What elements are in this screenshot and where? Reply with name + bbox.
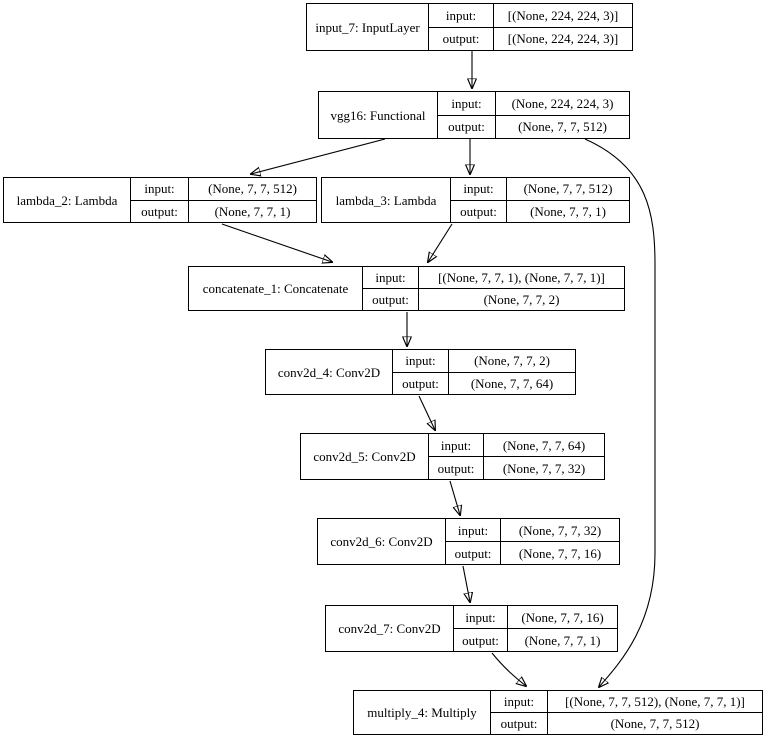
output-label: output: [363, 289, 419, 310]
input-shape: (None, 7, 7, 512) [208, 181, 297, 197]
output-label: output: [491, 713, 548, 734]
layer-node-input_7: input_7: InputLayer input: [(None, 224, … [306, 3, 633, 51]
input-label: input: [454, 606, 508, 628]
input-shape: (None, 7, 7, 2) [474, 353, 550, 369]
output-label: output: [451, 200, 507, 222]
input-label: input: [393, 350, 449, 372]
output-label: output: [454, 629, 508, 651]
output-shape: (None, 7, 7, 1) [530, 203, 606, 219]
layer-name: vgg16: Functional [319, 92, 438, 138]
layer-node-lambda_2: lambda_2: Lambda input: (None, 7, 7, 512… [3, 177, 317, 223]
output-label: output: [438, 115, 496, 138]
layer-name: conv2d_5: Conv2D [301, 434, 429, 479]
layer-node-concatenate_1: concatenate_1: Concatenate input: [(None… [188, 266, 625, 311]
layer-name: lambda_2: Lambda [4, 178, 131, 222]
input-shape: [(None, 7, 7, 1), (None, 7, 7, 1)] [438, 270, 605, 285]
output-shape: (None, 7, 7, 1) [524, 632, 601, 648]
output-shape: [(None, 224, 224, 3)] [507, 31, 619, 47]
layer-io-table: input: (None, 7, 7, 512) output: (None, … [451, 178, 629, 222]
output-shape: (None, 7, 7, 32) [502, 460, 586, 476]
input-label: input: [131, 178, 189, 200]
output-label: output: [429, 27, 494, 50]
output-label: output: [393, 372, 449, 394]
input-shape: [(None, 224, 224, 3)] [507, 7, 619, 23]
edge-conv2d_4-to-conv2d_5 [418, 395, 435, 430]
layer-node-vgg16: vgg16: Functional input: (None, 224, 224… [318, 91, 630, 139]
input-label: input: [451, 178, 507, 200]
layer-node-lambda_3: lambda_3: Lambda input: (None, 7, 7, 512… [321, 177, 630, 223]
input-label: input: [438, 92, 496, 115]
edge-conv2d_7-to-multiply_4 [491, 652, 526, 686]
layer-node-multiply_4: multiply_4: Multiply input: [(None, 7, 7… [353, 690, 763, 735]
layer-io-table: input: (None, 7, 7, 32) output: (None, 7… [446, 519, 619, 564]
layer-io-table: input: [(None, 7, 7, 512), (None, 7, 7, … [491, 691, 762, 734]
input-label: input: [429, 434, 484, 456]
layer-io-table: input: (None, 7, 7, 512) output: (None, … [131, 178, 316, 222]
input-shape: (None, 7, 7, 16) [521, 609, 604, 625]
layer-io-table: input: [(None, 7, 7, 1), (None, 7, 7, 1)… [363, 267, 624, 310]
input-shape: (None, 7, 7, 512) [523, 181, 613, 197]
edge-lambda_2-to-concatenate_1 [221, 223, 332, 262]
layer-node-conv2d_6: conv2d_6: Conv2D input: (None, 7, 7, 32)… [317, 518, 620, 565]
input-label: input: [429, 4, 494, 27]
output-shape: (None, 7, 7, 512) [518, 119, 607, 135]
input-shape: [(None, 7, 7, 512), (None, 7, 7, 1)] [565, 694, 745, 709]
layer-name: multiply_4: Multiply [354, 691, 491, 734]
edge-conv2d_6-to-conv2d_7 [462, 565, 470, 602]
layer-name: conv2d_4: Conv2D [266, 350, 393, 394]
output-label: output: [446, 542, 501, 564]
output-label: output: [429, 457, 484, 479]
edge-conv2d_5-to-conv2d_6 [449, 480, 460, 515]
layer-name: input_7: InputLayer [307, 4, 429, 50]
output-shape: (None, 7, 7, 64) [470, 375, 554, 391]
input-label: input: [363, 267, 419, 288]
layer-io-table: input: (None, 7, 7, 16) output: (None, 7… [454, 606, 617, 651]
edge-lambda_3-to-concatenate_1 [428, 223, 453, 262]
output-shape: (None, 7, 7, 512) [610, 716, 700, 731]
input-shape: (None, 7, 7, 32) [518, 522, 602, 538]
output-shape: (None, 7, 7, 2) [483, 292, 560, 307]
layer-name: conv2d_7: Conv2D [326, 606, 454, 651]
layer-io-table: input: (None, 7, 7, 2) output: (None, 7,… [393, 350, 575, 394]
layer-node-conv2d_5: conv2d_5: Conv2D input: (None, 7, 7, 64)… [300, 433, 605, 480]
layer-io-table: input: [(None, 224, 224, 3)] output: [(N… [429, 4, 632, 50]
output-label: output: [131, 200, 189, 222]
output-shape: (None, 7, 7, 1) [214, 203, 291, 219]
layer-io-table: input: (None, 224, 224, 3) output: (None… [438, 92, 629, 138]
layer-name: concatenate_1: Concatenate [189, 267, 363, 310]
input-shape: (None, 7, 7, 64) [502, 437, 586, 453]
output-shape: (None, 7, 7, 16) [518, 545, 602, 561]
layer-name: conv2d_6: Conv2D [318, 519, 446, 564]
input-label: input: [491, 691, 548, 712]
layer-node-conv2d_7: conv2d_7: Conv2D input: (None, 7, 7, 16)… [325, 605, 618, 652]
edge-vgg16-to-lambda_2 [251, 138, 386, 174]
input-shape: (None, 224, 224, 3) [511, 95, 614, 111]
layer-name: lambda_3: Lambda [322, 178, 451, 222]
layer-node-conv2d_4: conv2d_4: Conv2D input: (None, 7, 7, 2) … [265, 349, 576, 395]
input-label: input: [446, 519, 501, 541]
layer-io-table: input: (None, 7, 7, 64) output: (None, 7… [429, 434, 604, 479]
